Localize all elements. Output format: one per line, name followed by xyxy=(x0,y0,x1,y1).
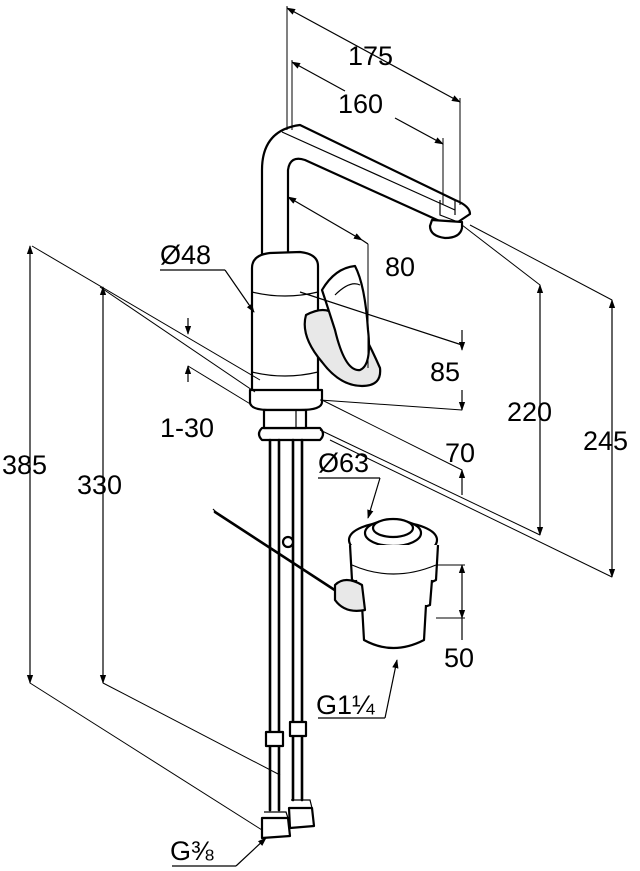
dim-245-label: 245 xyxy=(583,426,628,456)
dimension-lines xyxy=(26,6,616,867)
pop-up-waste xyxy=(333,517,440,650)
dim-175-label: 175 xyxy=(348,41,393,71)
dim-63-label: Ø63 xyxy=(318,448,369,478)
dim-1-30-label: 1-30 xyxy=(160,413,214,443)
thread-supply-label: G⅜ xyxy=(170,836,214,866)
thread-waste-label: G1¼ xyxy=(316,690,375,720)
dim-85-label: 85 xyxy=(430,357,460,387)
dim-385-label: 385 xyxy=(2,450,47,480)
dim-48-label: Ø48 xyxy=(160,240,211,270)
dim-220-label: 220 xyxy=(507,397,552,427)
dim-330-label: 330 xyxy=(77,470,122,500)
dim-160-label: 160 xyxy=(338,89,383,119)
dim-70-label: 70 xyxy=(445,438,475,468)
dim-50-label: 50 xyxy=(444,643,474,673)
dim-80-label: 80 xyxy=(385,252,415,282)
mounting-hardware xyxy=(257,408,325,840)
dimension-labels: 175 160 80 Ø48 85 1-30 70 Ø63 220 245 38… xyxy=(2,41,628,866)
popup-rod xyxy=(212,508,352,602)
